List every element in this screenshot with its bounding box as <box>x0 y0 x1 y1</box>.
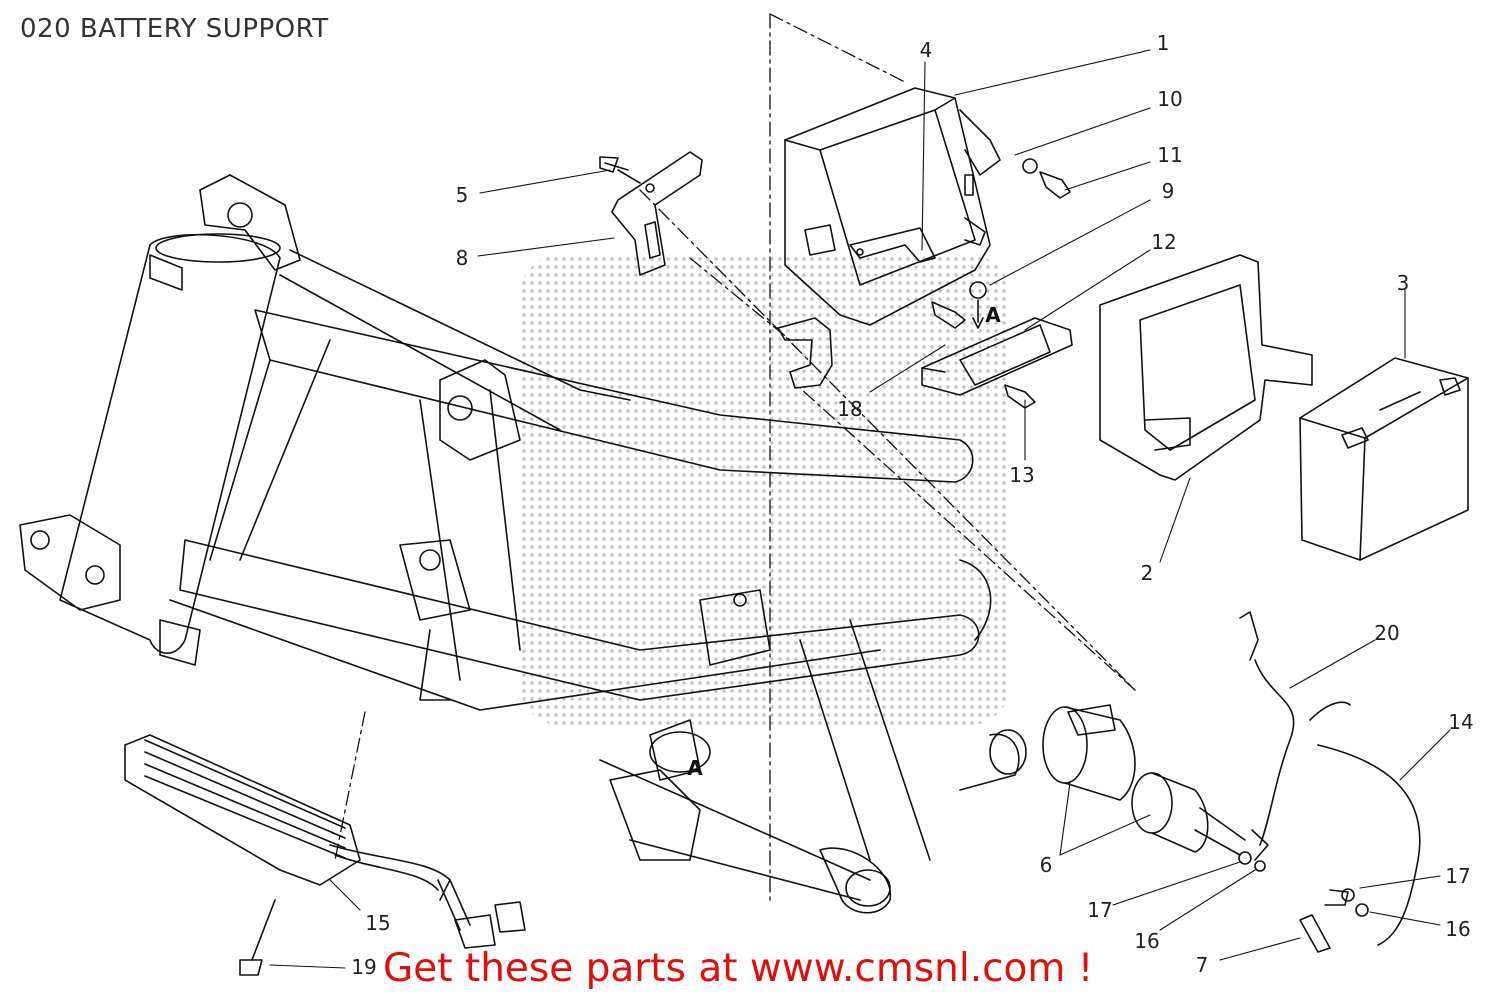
screws <box>239 156 1071 976</box>
arrow-a <box>972 299 984 329</box>
bracket-8 <box>611 151 703 276</box>
battery-box-1 <box>784 87 1001 326</box>
callout-14: 14 <box>1448 710 1473 734</box>
marker-a-frame: A <box>687 756 703 780</box>
page-title: 020 BATTERY SUPPORT <box>20 14 329 44</box>
callout-17-right: 17 <box>1445 864 1470 888</box>
callout-17-left: 17 <box>1087 898 1112 922</box>
marker-a-top: A <box>985 303 1001 327</box>
callout-7: 7 <box>1196 953 1209 977</box>
callout-8: 8 <box>456 246 469 270</box>
battery-cover-2 <box>1099 254 1313 481</box>
frame <box>19 174 1027 914</box>
callout-5: 5 <box>456 183 469 207</box>
callout-20: 20 <box>1374 621 1399 645</box>
pad-12 <box>921 317 1073 396</box>
callout-19: 19 <box>351 955 376 979</box>
callout-1: 1 <box>1157 31 1170 55</box>
callout-18: 18 <box>837 397 862 421</box>
callout-16-left: 16 <box>1134 929 1159 953</box>
watermark <box>520 255 1010 725</box>
callout-numbers: 1 2 3 4 5 6 7 8 9 10 11 12 13 14 15 16 1… <box>351 31 1473 979</box>
callout-13: 13 <box>1009 463 1034 487</box>
callout-12: 12 <box>1151 230 1176 254</box>
callout-15: 15 <box>365 911 390 935</box>
assembly-guides <box>334 13 1136 906</box>
callout-3: 3 <box>1397 271 1410 295</box>
promo-link-text[interactable]: Get these parts at www.cmsnl.com ! <box>383 946 1094 991</box>
battery-3 <box>1299 357 1469 561</box>
cables <box>1238 611 1421 953</box>
callout-10: 10 <box>1157 87 1182 111</box>
callout-9: 9 <box>1162 179 1175 203</box>
callout-4: 4 <box>920 38 933 62</box>
callout-16-right: 16 <box>1445 917 1470 941</box>
callout-6: 6 <box>1040 853 1053 877</box>
capacitor-6 <box>1042 704 1246 856</box>
callout-11: 11 <box>1157 143 1182 167</box>
leader-lines <box>269 49 1451 969</box>
bracket-18 <box>777 317 833 389</box>
callout-2: 2 <box>1141 561 1154 585</box>
regulator-15 <box>124 734 526 949</box>
